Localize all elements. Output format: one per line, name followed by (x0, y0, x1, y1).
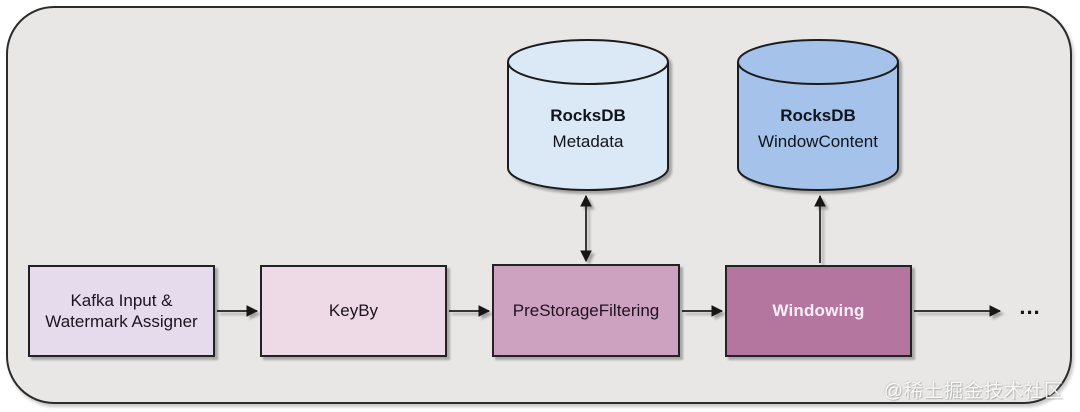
rocksdb-windowcontent-title: RocksDB (780, 106, 856, 125)
node-kafka-input-watermark-assigner: Kafka Input & Watermark Assigner (28, 265, 215, 357)
node-windowing: Windowing (725, 265, 912, 357)
rocksdb-metadata-title: RocksDB (550, 106, 626, 125)
node-keyby: KeyBy (260, 265, 447, 357)
watermark: @稀土掘金技术社区 (883, 381, 1064, 402)
node-kafka-label: Kafka Input & Watermark Assigner (45, 290, 198, 331)
continuation-ellipsis: ... (1019, 294, 1041, 319)
node-windowing-label: Windowing (772, 301, 865, 321)
node-prestoragefiltering: PreStorageFiltering (492, 264, 680, 357)
rocksdb-metadata-subtitle: Metadata (552, 131, 624, 151)
label-rocksdb-metadata: RocksDB Metadata (508, 103, 668, 154)
rocksdb-windowcontent-subtitle: WindowContent (757, 131, 878, 151)
node-keyby-label: KeyBy (328, 301, 379, 321)
node-prestorage-label: PreStorageFiltering (512, 300, 660, 320)
label-rocksdb-windowcontent: RocksDB WindowContent (738, 103, 898, 154)
